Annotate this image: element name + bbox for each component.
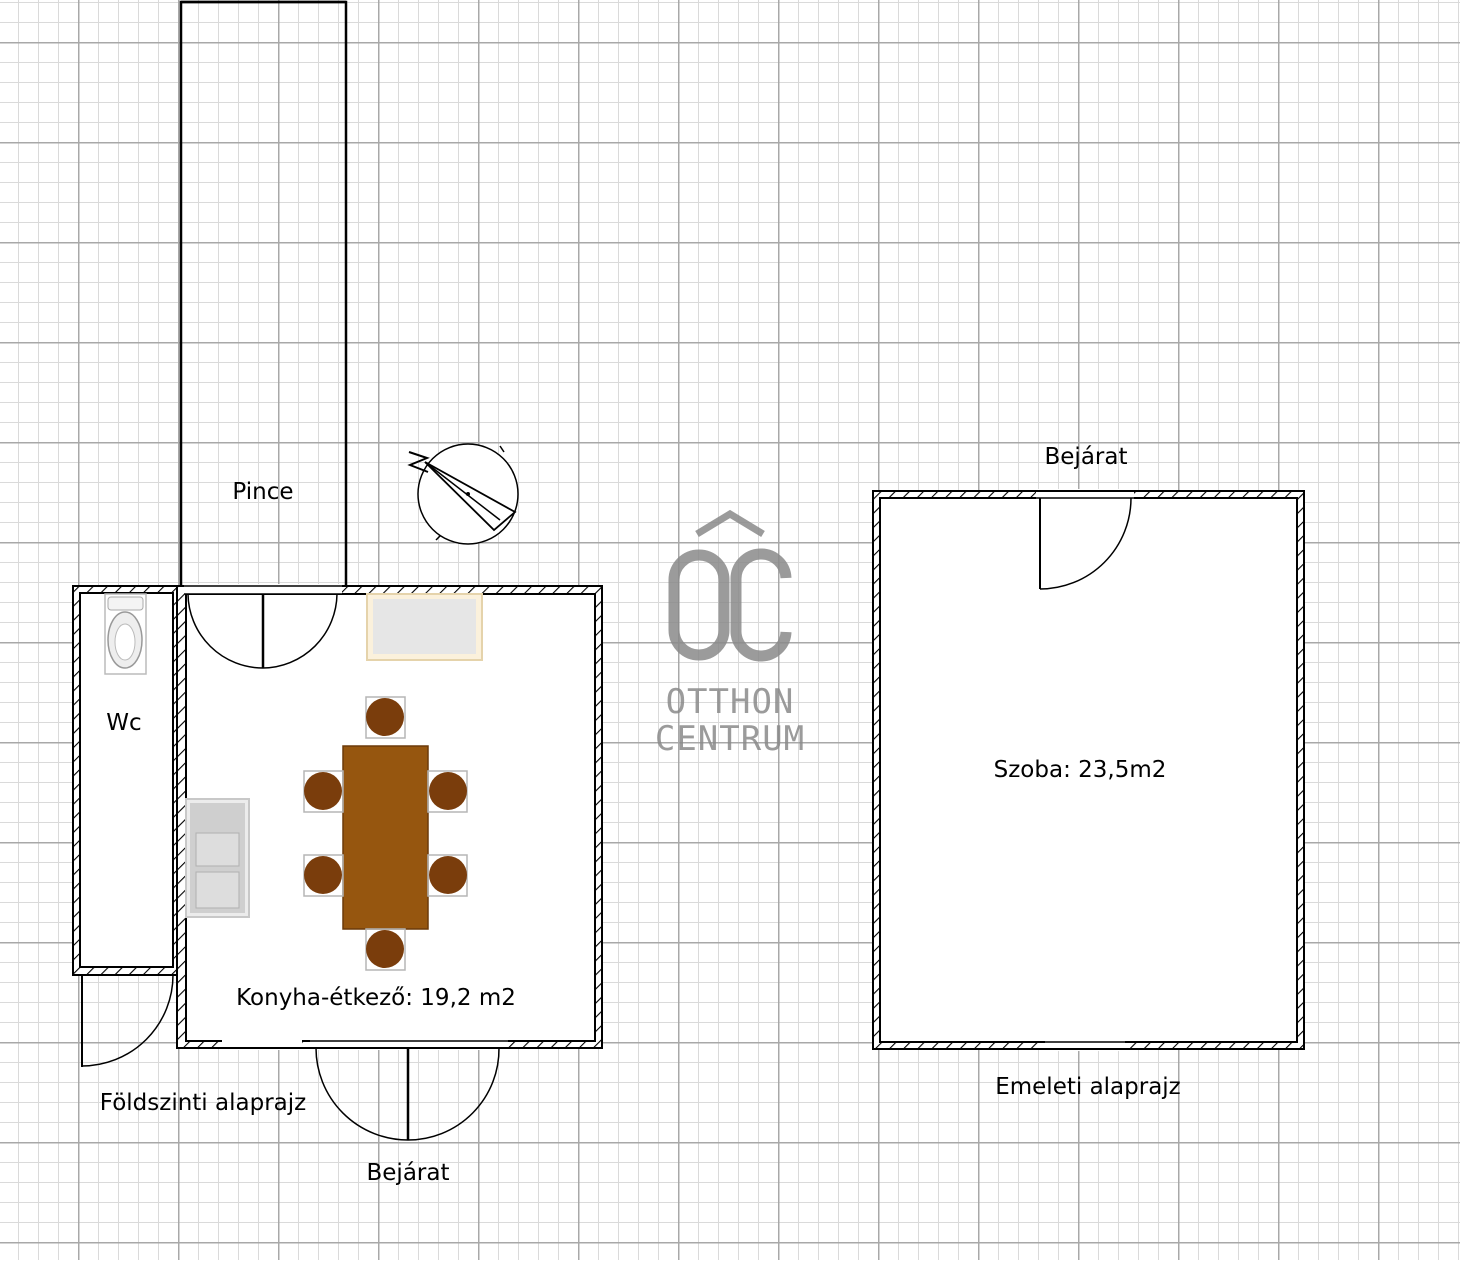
cellar-door	[187, 593, 338, 669]
dining-table	[342, 745, 429, 930]
kitchen-label: Konyha-étkező: 19,2 m2	[236, 985, 516, 1011]
ground-floor-title: Földszinti alaprajz	[100, 1090, 306, 1116]
wc-door	[81, 974, 174, 1067]
ground-entrance-label: Bejárat	[367, 1160, 450, 1186]
stove	[185, 798, 250, 918]
entrance-door	[315, 1047, 500, 1141]
cellar-room	[179, 0, 348, 588]
logo-line-centrum: CENTRUM	[655, 719, 805, 759]
upper-room	[872, 489, 1305, 1051]
logo-line-otthon: OTTHON	[666, 682, 795, 722]
kitchen-counter	[366, 593, 483, 661]
upper-entrance-label: Bejárat	[1045, 444, 1128, 470]
toilet-icon	[104, 593, 147, 675]
upper-floor-title: Emeleti alaprajz	[995, 1074, 1181, 1100]
wc-label: Wc	[106, 710, 141, 736]
upper-room-door	[1039, 497, 1132, 590]
north-arrow-icon	[407, 443, 519, 545]
dining-chairs	[303, 696, 468, 971]
upper-room-label: Szoba: 23,5m2	[994, 757, 1167, 783]
otthon-centrum-logo: OTTHON CENTRUM	[655, 509, 805, 759]
cellar-label: Pince	[232, 479, 293, 505]
